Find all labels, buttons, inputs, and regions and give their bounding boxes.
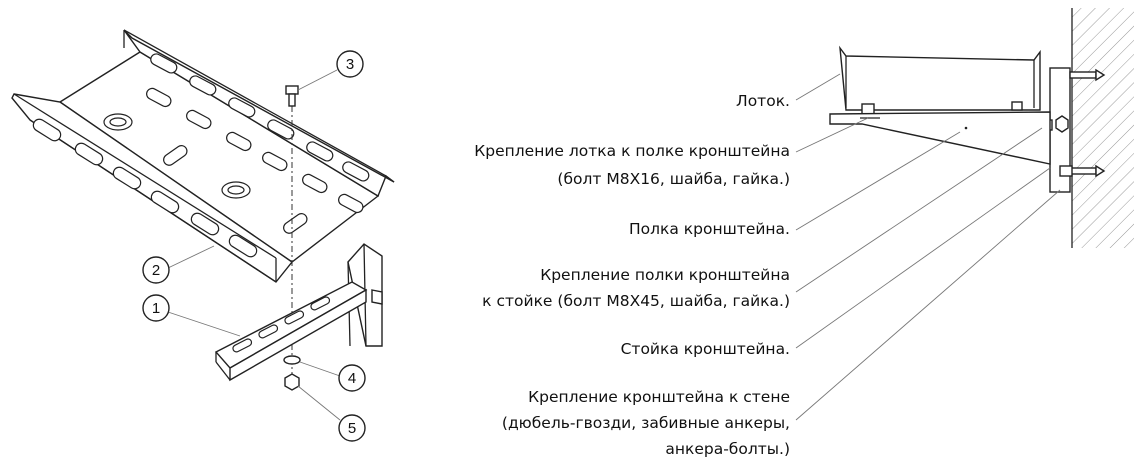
bracket-shelf-drawing [214, 281, 368, 382]
label-tray-fix-line2: (болт М8Х16, шайба, гайка.) [557, 170, 790, 188]
label-tray-fix-line1: Крепление лотка к полке кронштейна [474, 142, 790, 160]
svg-text:4: 4 [348, 370, 356, 387]
label-shelf-fix-line1: Крепление полки кронштейна [540, 266, 790, 284]
svg-text:5: 5 [348, 420, 356, 437]
label-shelf: Полка кронштейна. [629, 220, 790, 238]
callout-2: 2 [142, 256, 170, 284]
svg-text:3: 3 [346, 56, 354, 73]
exploded-view: 3 2 1 4 5 [11, 29, 395, 442]
nut [284, 373, 300, 391]
callout-4: 4 [338, 364, 366, 392]
label-wall-fix-line3: анкера-болты.) [665, 440, 790, 458]
label-wall-fix-line1: Крепление кронштейна к стене [528, 388, 790, 406]
svg-text:1: 1 [152, 300, 160, 317]
callout-3: 3 [336, 50, 364, 78]
post-section [1039, 67, 1106, 193]
wall-drawing [1071, 8, 1134, 248]
svg-text:2: 2 [152, 262, 160, 279]
callout-5: 5 [338, 414, 366, 442]
shelf-section [829, 111, 1051, 165]
cable-tray-drawing [11, 29, 395, 283]
label-shelf-fix-line2: к стойке (болт М8Х45, шайба, гайка.) [482, 292, 790, 310]
label-post: Стойка кронштейна. [621, 340, 790, 358]
bolt-m8x16 [285, 85, 299, 107]
label-wall-fix-line2: (дюбель-гвозди, забивные анкеры, [502, 414, 790, 432]
section-view [795, 8, 1134, 421]
tray-section [839, 45, 1041, 117]
callout-1: 1 [142, 294, 170, 322]
washer [283, 355, 301, 365]
labels: Лоток. Крепление лотка к полке кронштейн… [474, 92, 790, 458]
label-tray: Лоток. [736, 92, 790, 110]
